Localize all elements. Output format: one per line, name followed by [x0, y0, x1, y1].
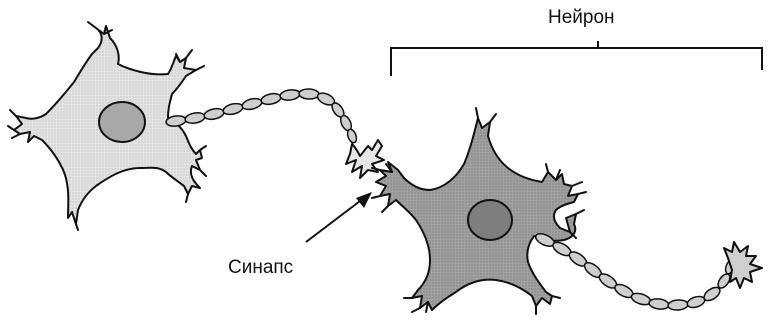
axon-terminal [346, 140, 384, 178]
neuron-label: Нейрон [548, 7, 615, 29]
neuron-bracket [391, 41, 762, 76]
right-axon-terminal [724, 242, 762, 288]
right-axon [534, 231, 736, 310]
synapse-label: Синапс [228, 257, 293, 279]
right-neuron [372, 108, 586, 314]
right-neuron-nucleus [468, 200, 512, 240]
left-neuron-nucleus [99, 102, 145, 142]
left-axon [165, 89, 358, 144]
synapse-arrow [306, 192, 372, 242]
